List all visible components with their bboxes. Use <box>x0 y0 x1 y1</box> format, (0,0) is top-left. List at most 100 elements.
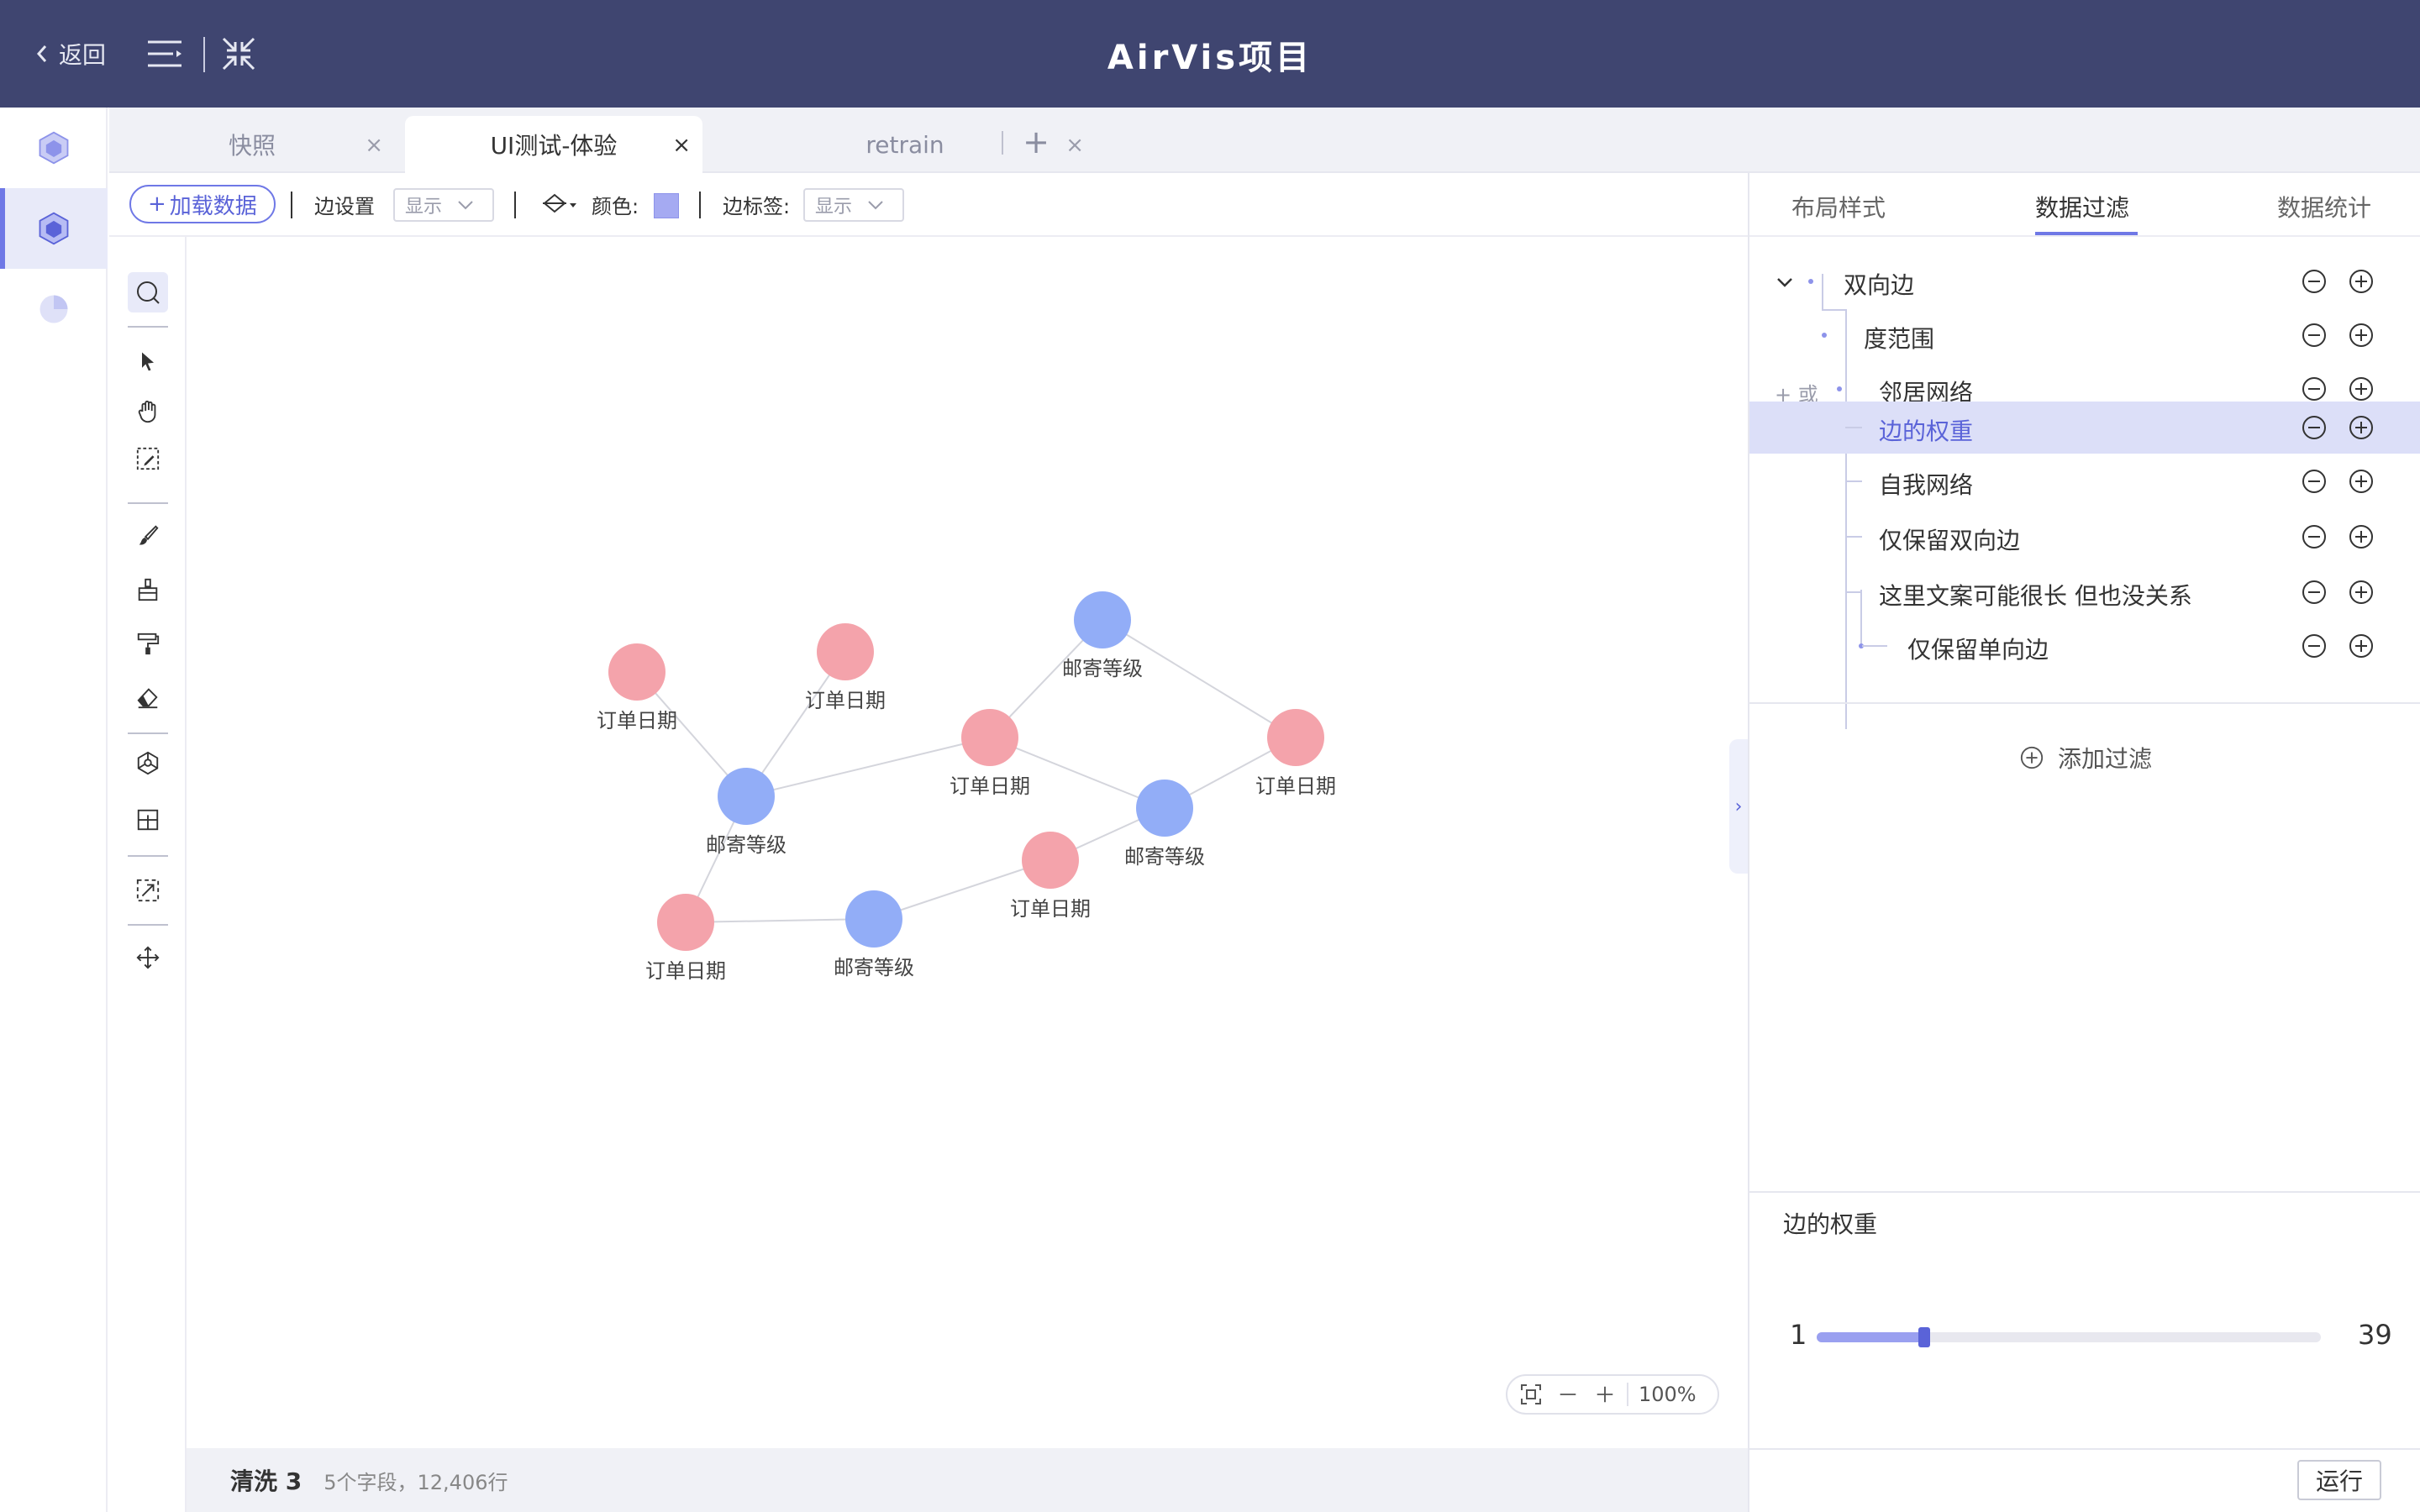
graph-canvas[interactable]: 订单日期订单日期邮寄等级订单日期邮寄等级订单日期邮寄等级订单日期订单日期邮寄等级 <box>187 237 1748 1448</box>
pan-tool[interactable] <box>128 391 168 432</box>
graph-node-label: 邮寄等级 <box>1062 657 1143 680</box>
graph-node[interactable] <box>961 709 1018 766</box>
plus-circle-icon[interactable] <box>2348 633 2375 659</box>
collapse-panel-handle[interactable]: › <box>1729 739 1748 874</box>
tree-row[interactable]: 双向边 <box>1749 255 2420 307</box>
zoom-search-tool[interactable] <box>128 272 168 312</box>
weight-panel-title: 边的权重 <box>1783 1210 1878 1238</box>
app-rail <box>0 108 108 1512</box>
graph-edge[interactable] <box>873 859 1051 920</box>
paint-roller-tool[interactable] <box>128 623 168 664</box>
move-tool[interactable] <box>128 937 168 978</box>
tab-data-stats[interactable]: 数据统计 <box>2277 194 2372 222</box>
add-tab-button[interactable]: + <box>1023 123 1050 160</box>
fit-screen-button[interactable] <box>1512 1376 1549 1413</box>
zoom-out-button[interactable] <box>1549 1376 1586 1413</box>
graph-node[interactable] <box>1074 591 1131 648</box>
tree-connector <box>1845 536 1862 538</box>
graph-edge[interactable] <box>745 737 991 797</box>
minus-icon <box>1560 1394 1576 1395</box>
edge-settings-select[interactable]: 显示 <box>393 188 494 222</box>
zoom-in-button[interactable] <box>1586 1376 1623 1413</box>
tree-label: 边的权重 <box>1879 417 1974 445</box>
weight-slider[interactable] <box>1817 1327 2321 1347</box>
box-select-tool[interactable] <box>128 438 168 479</box>
edge-label-select[interactable]: 显示 <box>803 188 904 222</box>
collapse-icon[interactable] <box>218 34 259 74</box>
minus-circle-icon[interactable] <box>2301 268 2328 295</box>
tab-data-filter[interactable]: 数据过滤 <box>2035 194 2130 222</box>
network-tool[interactable] <box>128 743 168 783</box>
tree-row[interactable]: 度范围 <box>1749 309 2420 361</box>
graph-edge[interactable] <box>685 918 875 923</box>
plus-circle-icon[interactable] <box>2348 414 2375 441</box>
eraser-tool[interactable] <box>128 677 168 717</box>
run-button[interactable]: 运行 <box>2297 1460 2381 1500</box>
graph-svg[interactable]: 订单日期订单日期邮寄等级订单日期邮寄等级订单日期邮寄等级订单日期订单日期邮寄等级 <box>187 237 1748 1448</box>
plus-circle-icon[interactable] <box>2348 579 2375 606</box>
tab-snapshot[interactable]: 快照 × <box>109 116 395 173</box>
plus-circle-icon[interactable] <box>2348 268 2375 295</box>
graph-node[interactable] <box>1136 780 1193 837</box>
graph-edge[interactable] <box>989 737 1165 809</box>
graph-edge[interactable] <box>1102 619 1297 738</box>
brush-icon <box>139 525 159 545</box>
tab-retrain[interactable]: retrain × <box>714 116 1096 173</box>
minus-circle-icon[interactable] <box>2301 375 2328 402</box>
tree-row[interactable]: 这里文案可能很长 但也没关系 <box>1749 566 2420 618</box>
clear-tool[interactable] <box>128 570 168 610</box>
brush-tool[interactable] <box>128 516 168 556</box>
rail-item-project[interactable] <box>0 108 108 188</box>
minus-circle-icon[interactable] <box>2301 523 2328 550</box>
tree-row[interactable]: 自我网络 <box>1749 455 2420 507</box>
tree-row-selected[interactable]: 边的权重 <box>1749 402 2420 454</box>
graph-node[interactable] <box>608 643 666 701</box>
graph-node[interactable] <box>1022 832 1079 889</box>
page-title: AirVis项目 <box>1107 39 1313 77</box>
tab-ui-test[interactable]: UI测试-体验 × <box>405 116 702 173</box>
plus-icon: + <box>148 192 166 217</box>
tree-row[interactable]: 仅保留双向边 <box>1749 511 2420 563</box>
plus-circle-icon[interactable] <box>2348 468 2375 495</box>
graph-node[interactable] <box>718 768 775 825</box>
close-icon[interactable]: × <box>672 133 691 158</box>
graph-node-label: 邮寄等级 <box>1124 845 1205 869</box>
graph-node[interactable] <box>1267 709 1324 766</box>
fit-view-tool[interactable] <box>128 870 168 911</box>
plus-circle-icon[interactable] <box>2348 375 2375 402</box>
node-style-icon[interactable] <box>541 192 580 218</box>
right-panel-tabs: 布局样式 数据过滤 数据统计 <box>1749 173 2420 237</box>
close-icon[interactable]: × <box>365 133 383 158</box>
dataset-meta: 5个字段，12,406行 <box>324 1470 508 1494</box>
tree-row[interactable]: 仅保留单向边 <box>1749 590 2420 672</box>
minus-circle-icon[interactable] <box>2301 468 2328 495</box>
minus-circle-icon[interactable] <box>2301 633 2328 659</box>
back-button[interactable]: 返回 <box>34 34 106 74</box>
minus-circle-icon[interactable] <box>2301 579 2328 606</box>
chevron-down-icon[interactable] <box>1773 270 1797 294</box>
graph-node[interactable] <box>657 894 714 951</box>
tab-layout-style[interactable]: 布局样式 <box>1791 194 1886 222</box>
add-filter-button[interactable]: 添加过滤 <box>1749 741 2420 774</box>
header-separator <box>203 37 205 72</box>
load-data-button[interactable]: + 加载数据 <box>129 185 276 223</box>
graph-edge[interactable] <box>745 651 846 797</box>
close-icon[interactable]: × <box>1065 133 1084 158</box>
graph-node[interactable] <box>845 890 902 948</box>
graph-node[interactable] <box>817 623 874 680</box>
rail-item-graph[interactable] <box>0 188 108 269</box>
slider-handle[interactable] <box>1918 1327 1930 1347</box>
tree-connector <box>1845 480 1862 482</box>
select-tool[interactable] <box>128 341 168 381</box>
color-swatch[interactable] <box>654 193 679 218</box>
tool-separator <box>128 924 168 926</box>
chevron-left-icon <box>36 45 47 62</box>
plus-circle-icon[interactable] <box>2348 322 2375 349</box>
grid-layout-tool[interactable] <box>128 800 168 840</box>
plus-circle-icon[interactable] <box>2348 523 2375 550</box>
minus-circle-icon[interactable] <box>2301 414 2328 441</box>
menu-indent-icon[interactable] <box>145 34 185 74</box>
rail-item-stats[interactable] <box>0 269 108 349</box>
tree-connector <box>1845 309 1847 729</box>
minus-circle-icon[interactable] <box>2301 322 2328 349</box>
